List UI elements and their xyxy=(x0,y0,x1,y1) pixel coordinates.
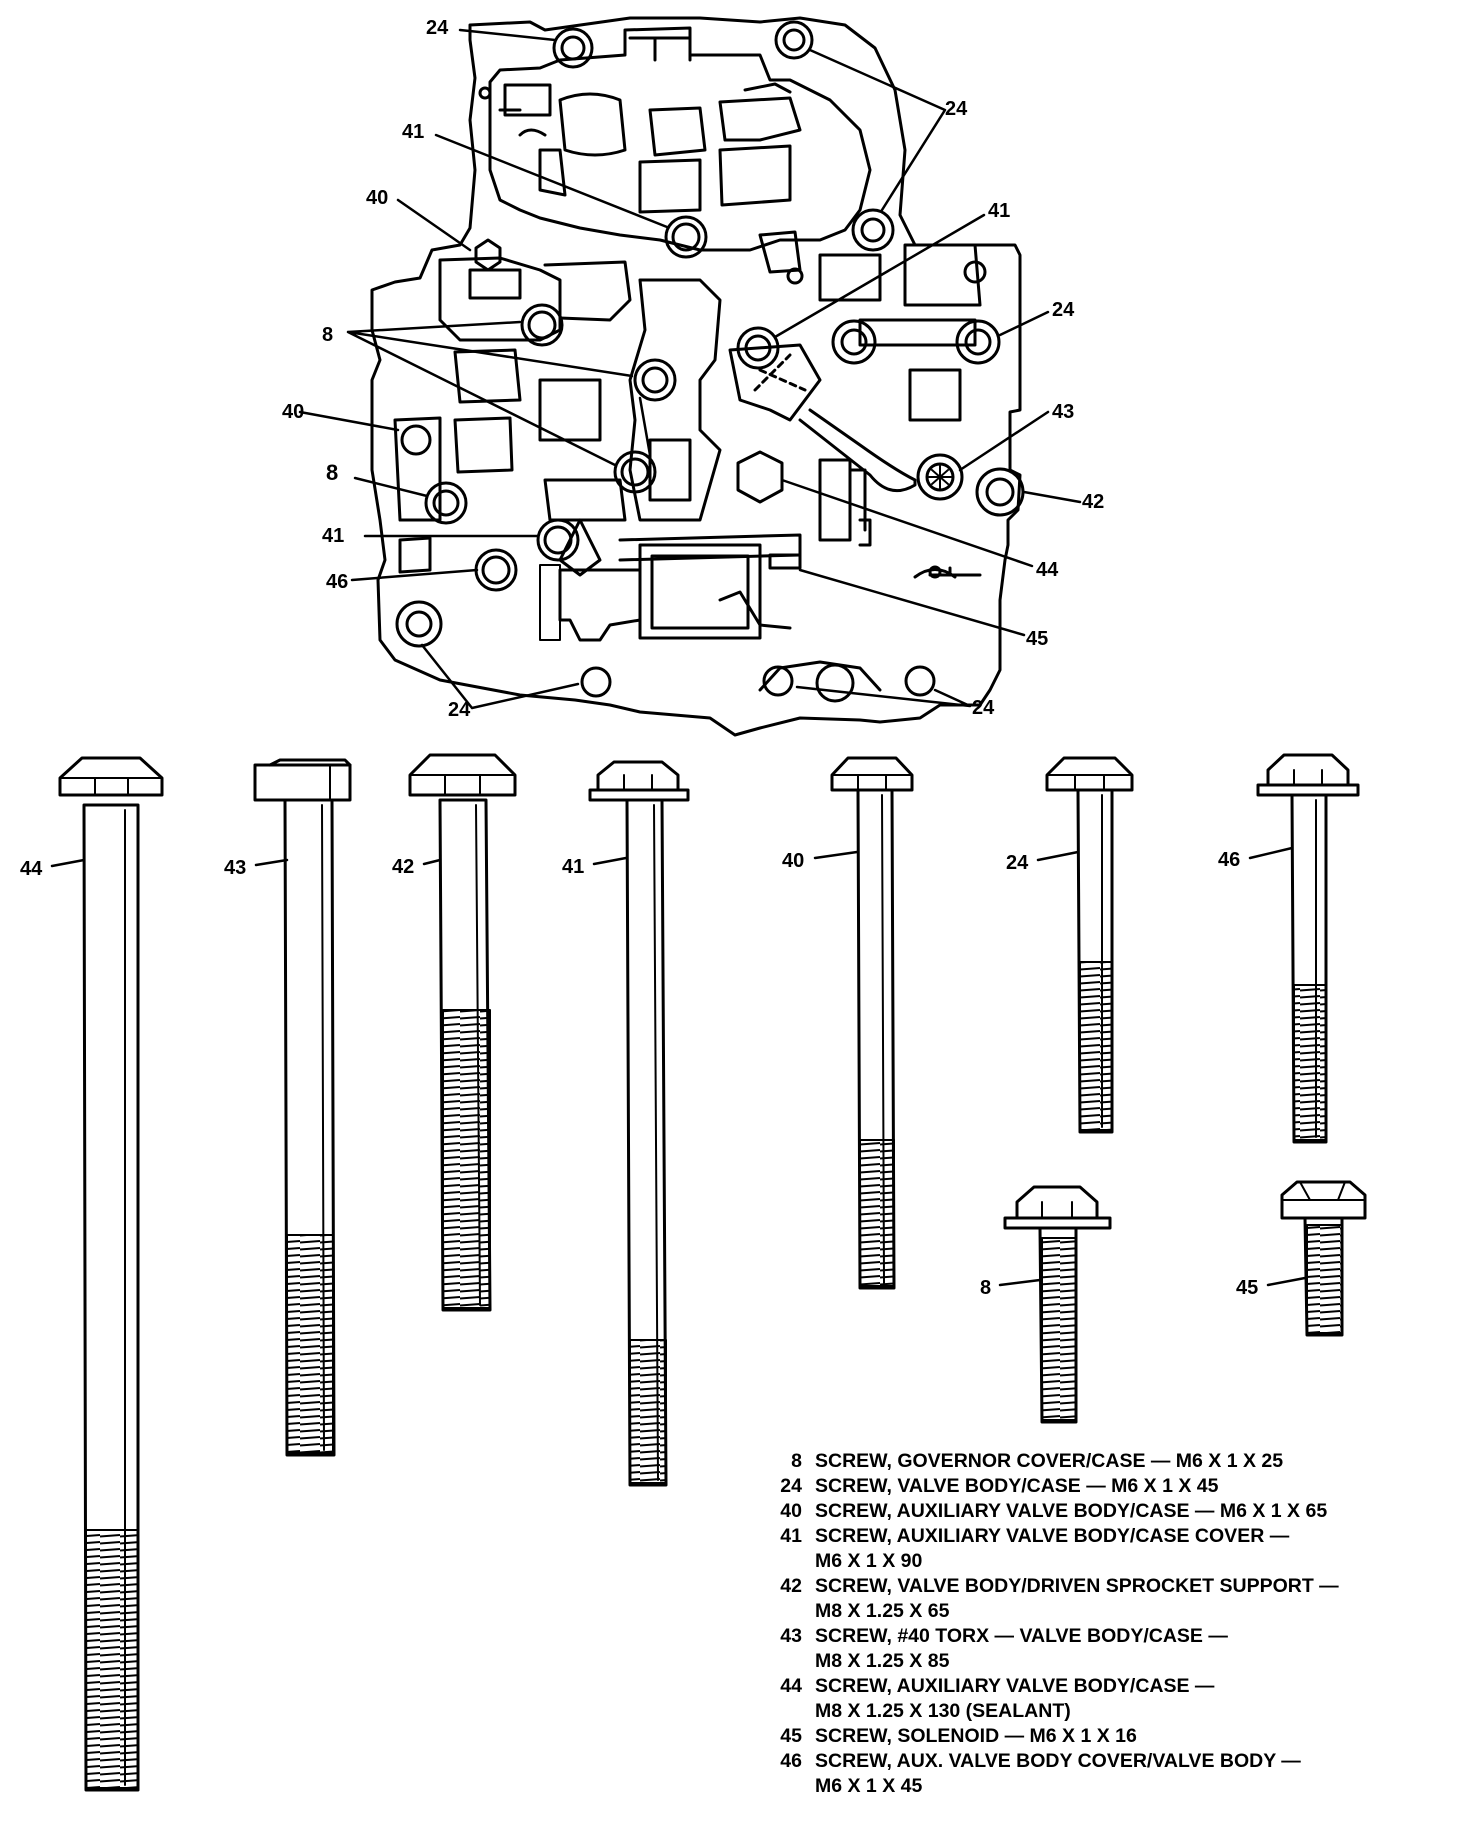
legend-item-description: SCREW, AUX. VALVE BODY COVER/VALVE BODY … xyxy=(815,1750,1301,1772)
legend-item-number: 45 xyxy=(780,1725,802,1747)
bolt-41 xyxy=(588,760,690,1487)
bolt-hole-24-c xyxy=(851,208,895,252)
legend-item-description: SCREW, AUXILIARY VALVE BODY/CASE COVER — xyxy=(815,1525,1290,1547)
manual-detent-arm xyxy=(728,343,822,422)
legend-item: 43 SCREW, #40 TORX — VALVE BODY/CASE — M8 … xyxy=(780,1625,1228,1672)
bolt-hole-41-b xyxy=(736,326,780,370)
bolt-hole-8-b xyxy=(633,358,677,402)
bolt-labels: 44 43 42 41 40 24 46 8 45 xyxy=(20,849,1258,1299)
callout-8-group: 8 xyxy=(322,324,333,346)
valve-body-assembly xyxy=(370,16,1022,737)
legend-item-number: 44 xyxy=(780,1675,802,1697)
callout-46-left: 46 xyxy=(326,571,348,593)
bolt-hole-24-g xyxy=(762,665,794,697)
callout-24-top-right: 24 xyxy=(945,98,968,120)
bolt-8 xyxy=(1003,1185,1112,1424)
callout-40-left: 40 xyxy=(282,401,304,423)
bolt-hole-41-c xyxy=(536,518,580,562)
bolt-label-24: 24 xyxy=(1006,852,1029,874)
legend-item-number: 46 xyxy=(780,1750,802,1772)
callout-24-bottom-right: 24 xyxy=(972,697,995,719)
legend-item-description: SCREW, VALVE BODY/DRIVEN SPROCKET SUPPOR… xyxy=(815,1575,1339,1597)
callout-43-right: 43 xyxy=(1052,401,1074,423)
legend-item-description: SCREW, VALVE BODY/CASE — M6 X 1 X 45 xyxy=(815,1475,1219,1497)
legend-item-description: SCREW, GOVERNOR COVER/CASE — M6 X 1 X 25 xyxy=(815,1450,1283,1472)
callout-44-center: 44 xyxy=(1036,559,1059,581)
bolt-label-40: 40 xyxy=(782,850,804,872)
bolt-42 xyxy=(408,753,517,1312)
legend-item-description: SCREW, AUXILIARY VALVE BODY/CASE — xyxy=(815,1675,1215,1697)
legend-item-spec: M8 X 1.25 X 130 (SEALANT) xyxy=(815,1700,1071,1722)
bolt-hole-24-e xyxy=(395,600,443,648)
bolt-label-42: 42 xyxy=(392,856,414,878)
callout-8-left: 8 xyxy=(326,460,338,485)
callout-41-upper-left: 41 xyxy=(402,121,424,143)
legend-item-spec: M8 X 1.25 X 85 xyxy=(815,1650,950,1672)
leader-lines xyxy=(298,28,1082,710)
valve-body-bolt-heads xyxy=(395,20,1025,698)
bolt-leader-lines xyxy=(50,846,1307,1287)
bolt-44 xyxy=(58,756,164,1792)
legend-item-number: 8 xyxy=(791,1450,802,1472)
legend-item: 42 SCREW, VALVE BODY/DRIVEN SPROCKET SUPP… xyxy=(780,1575,1339,1622)
legend-item: 44 SCREW, AUXILIARY VALVE BODY/CASE — M8 X… xyxy=(780,1675,1215,1722)
callout-24-bottom-left: 24 xyxy=(448,699,471,721)
bolt-hole-8-c xyxy=(613,450,657,494)
bolt-hole-24-f xyxy=(580,666,612,698)
legend-item-description: SCREW, #40 TORX — VALVE BODY/CASE — xyxy=(815,1625,1228,1647)
legend-item-number: 24 xyxy=(780,1475,802,1497)
bolt-set xyxy=(58,753,1367,1792)
bolt-45 xyxy=(1280,1180,1367,1337)
bolt-hole-40-a xyxy=(474,238,502,272)
callout-24-right: 24 xyxy=(1052,299,1075,321)
callout-45-center: 45 xyxy=(1026,628,1048,650)
bolt-hole-42 xyxy=(975,467,1025,517)
bolt-hole-24-a xyxy=(552,27,594,69)
bolt-hole-8-d xyxy=(424,481,468,525)
callout-41-lower: 41 xyxy=(322,525,344,547)
bolt-hole-24-b xyxy=(774,20,814,60)
legend-item: 8 SCREW, GOVERNOR COVER/CASE — M6 X 1 X 2… xyxy=(791,1450,1283,1472)
bolt-hole-43 xyxy=(916,453,964,501)
bolt-label-43: 43 xyxy=(224,857,246,879)
legend-item-description: SCREW, AUXILIARY VALVE BODY/CASE — M6 X … xyxy=(815,1500,1327,1522)
callout-42-right: 42 xyxy=(1082,491,1104,513)
valve-body-outline xyxy=(370,16,1022,737)
bolt-hole-44 xyxy=(736,450,784,504)
legend-item-number: 40 xyxy=(780,1500,802,1522)
legend-item: 24 SCREW, VALVE BODY/CASE — M6 X 1 X 45 xyxy=(780,1475,1218,1497)
bolt-24 xyxy=(1045,756,1134,1134)
bolt-hole-24-h xyxy=(904,665,936,697)
bolt-label-44: 44 xyxy=(20,858,43,880)
legend-item-number: 42 xyxy=(780,1575,802,1597)
bolt-hole-40-b xyxy=(400,424,432,456)
bolt-hole-8-a xyxy=(520,303,564,347)
callout-24-top-left: 24 xyxy=(426,17,449,39)
bolt-43 xyxy=(253,758,352,1457)
bolt-label-45: 45 xyxy=(1236,1277,1258,1299)
legend-item-spec: M6 X 1 X 45 xyxy=(815,1775,922,1797)
legend-item-number: 41 xyxy=(780,1525,802,1547)
bolt-40 xyxy=(830,756,914,1290)
legend-item: 45 SCREW, SOLENOID — M6 X 1 X 16 xyxy=(780,1725,1137,1747)
upper-block xyxy=(488,26,872,252)
legend-item: 40 SCREW, AUXILIARY VALVE BODY/CASE — M6 … xyxy=(780,1500,1327,1522)
bolt-hole-41-a xyxy=(664,215,708,259)
valve-body-callouts: 24 24 41 41 40 24 8 43 40 42 8 41 44 46 … xyxy=(282,17,1104,721)
callout-41-upper-right: 41 xyxy=(988,200,1010,222)
bolt-label-46: 46 xyxy=(1218,849,1240,871)
legend-item-spec: M8 X 1.25 X 65 xyxy=(815,1600,950,1622)
bolt-label-8: 8 xyxy=(980,1277,991,1299)
legend-item: 41 SCREW, AUXILIARY VALVE BODY/CASE COVER… xyxy=(780,1525,1289,1572)
legend-item-description: SCREW, SOLENOID — M6 X 1 X 16 xyxy=(815,1725,1137,1747)
bolt-label-41: 41 xyxy=(562,856,584,878)
legend: 8 SCREW, GOVERNOR COVER/CASE — M6 X 1 X 2… xyxy=(780,1450,1339,1797)
legend-item-number: 43 xyxy=(780,1625,802,1647)
bolt-hole-24-d xyxy=(955,319,1001,365)
bolt-46 xyxy=(1256,753,1360,1144)
legend-item-spec: M6 X 1 X 90 xyxy=(815,1550,922,1572)
legend-item: 46 SCREW, AUX. VALVE BODY COVER/VALVE BOD… xyxy=(780,1750,1301,1797)
callout-40-upper: 40 xyxy=(366,187,388,209)
